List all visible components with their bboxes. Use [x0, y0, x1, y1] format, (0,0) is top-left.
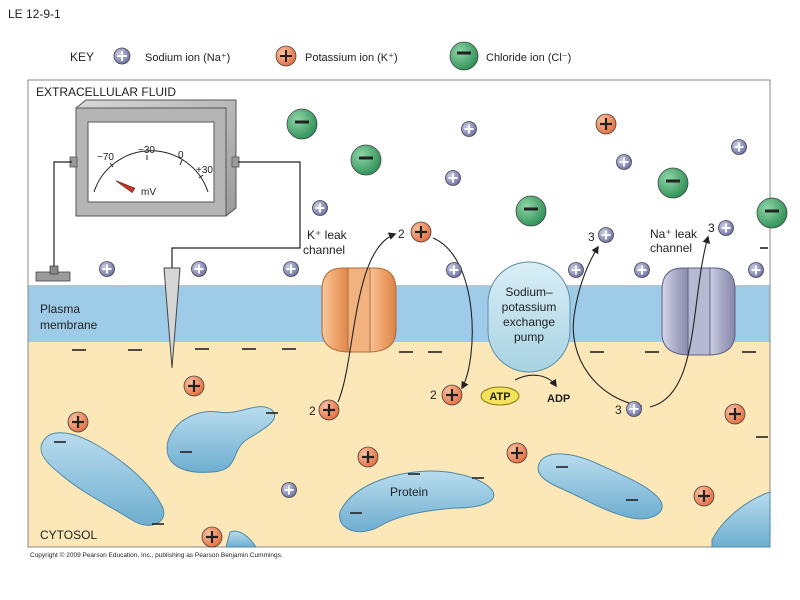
microelectrode — [163, 267, 181, 369]
chloride-ion-2 — [657, 167, 689, 199]
probe-wire — [171, 161, 301, 268]
potassium-ion-2 — [183, 375, 205, 397]
atp-badge — [480, 386, 520, 406]
k-leak-label-line1: K⁺ leak — [307, 228, 348, 242]
sodium-ion-5 — [99, 261, 115, 277]
sodium-ion-13 — [718, 220, 734, 236]
sodium-ion-12 — [598, 227, 614, 243]
ground-electrode — [35, 265, 71, 282]
count-na-pump-in: 3 — [615, 403, 622, 417]
ground-wire — [53, 161, 72, 272]
sodium-ion-6 — [191, 261, 207, 277]
key-sodium-icon — [113, 47, 131, 65]
sodium-ion-3 — [445, 170, 461, 186]
key-potassium-icon — [275, 45, 297, 67]
flow-arrows — [337, 232, 711, 408]
potassium-ion-5 — [441, 384, 463, 406]
sodium-ion-14 — [626, 401, 642, 417]
key-title: KEY — [70, 50, 94, 64]
protein-blob-main — [339, 470, 495, 533]
protein-blob-5 — [225, 530, 257, 548]
cytosol-label: CYTOSOL — [40, 528, 97, 542]
meter-tick-minus70: −70 — [97, 152, 114, 163]
pump-label-line2: potassium — [502, 300, 557, 314]
protein-label: Protein — [390, 485, 428, 499]
chloride-ion-3 — [515, 195, 547, 227]
key-chloride-label: Chloride ion (Cl⁻) — [486, 52, 571, 64]
potassium-ion-3 — [67, 411, 89, 433]
pump-label-line4: pump — [514, 330, 544, 344]
sodium-ion-9 — [568, 262, 584, 278]
sodium-ion-4 — [312, 200, 328, 216]
meter-tick-zero: 0 — [178, 150, 184, 161]
k-leak-channel — [321, 267, 397, 353]
ion-layer — [67, 108, 788, 548]
pump-label-line1: Sodium– — [505, 285, 553, 299]
count-k-pump-in: 2 — [430, 388, 437, 402]
copyright: Copyright © 2009 Pearson Education, Inc.… — [30, 551, 283, 559]
count-na-pump-out: 3 — [588, 230, 595, 244]
sodium-ion-10 — [634, 262, 650, 278]
meter-unit: mV — [141, 187, 156, 198]
protein-negative-charges — [54, 412, 768, 525]
potassium-ion-9 — [693, 485, 715, 507]
protein-blob-3 — [537, 453, 663, 520]
sodium-ion-15 — [281, 482, 297, 498]
potassium-ion-1 — [410, 221, 432, 243]
key-sodium-label: Sodium ion (Na⁺) — [145, 52, 230, 64]
plasma-membrane-band — [28, 286, 770, 342]
adp-label: ADP — [547, 393, 570, 405]
count-k-leak-out: 2 — [398, 227, 405, 241]
chloride-ion-4 — [756, 197, 788, 229]
chloride-ion-0 — [286, 108, 318, 140]
sodium-ion-1 — [616, 154, 632, 170]
k-leak-label-line2: channel — [303, 243, 345, 257]
sodium-ion-2 — [731, 139, 747, 155]
protein-blob-1 — [166, 406, 275, 473]
count-na-leak: 3 — [708, 221, 715, 235]
na-leak-channel — [661, 267, 736, 356]
meter-needle — [115, 180, 136, 194]
meter-tick-minus30: −30 — [138, 145, 155, 156]
voltmeter — [69, 99, 240, 217]
sodium-ion-0 — [461, 121, 477, 137]
potassium-ion-10 — [201, 526, 223, 548]
sodium-ion-7 — [283, 261, 299, 277]
key-potassium-label: Potassium ion (K⁺) — [305, 52, 398, 64]
key-chloride-icon — [449, 41, 479, 71]
protein-blob-4 — [711, 491, 771, 548]
sodium-ion-8 — [446, 262, 462, 278]
extracellular-label: EXTRACELLULAR FLUID — [36, 85, 176, 99]
count-k-leak-in: 2 — [309, 404, 316, 418]
na-leak-label-line1: Na⁺ leak — [650, 227, 698, 241]
na-leak-label-line2: channel — [650, 241, 692, 255]
pump-label-line3: exchange — [503, 315, 555, 329]
membrane-label-line1: Plasma — [40, 302, 80, 316]
potassium-ion-6 — [357, 446, 379, 468]
proteins — [40, 406, 771, 548]
atp-label: ATP — [489, 391, 510, 403]
potassium-ion-0 — [595, 113, 617, 135]
figure-label: LE 12-9-1 — [8, 7, 61, 21]
sodium-ion-11 — [748, 262, 764, 278]
potassium-ion-4 — [318, 399, 340, 421]
meter-tick-plus30: +30 — [196, 165, 213, 176]
chloride-ion-1 — [350, 144, 382, 176]
membrane-negative-charges — [72, 348, 756, 353]
membrane-label-line2: membrane — [40, 318, 98, 332]
sodium-potassium-pump — [487, 261, 571, 373]
potassium-ion-8 — [724, 403, 746, 425]
potassium-ion-7 — [506, 442, 528, 464]
